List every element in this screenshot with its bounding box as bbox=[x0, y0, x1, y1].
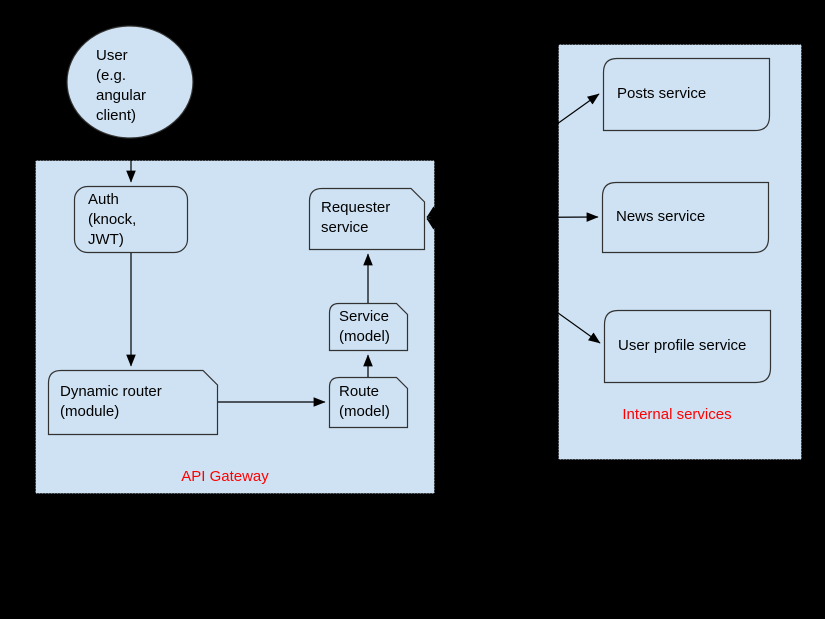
edge-requester-to-posts bbox=[426, 93, 600, 218]
route-model-label: Route (model) bbox=[339, 383, 390, 420]
dynamic-router-node-shape bbox=[47, 369, 219, 436]
news-service-node-shape bbox=[601, 181, 770, 254]
requester-node-shape bbox=[308, 187, 426, 251]
dynamic-router-label: Dynamic router (module) bbox=[60, 383, 162, 420]
edge-requester-to-news bbox=[426, 212, 599, 223]
user-node-shape bbox=[66, 25, 194, 139]
posts-service-node-shape bbox=[602, 57, 771, 132]
service-model-node-shape bbox=[328, 302, 409, 352]
user-profile-service-node-shape bbox=[603, 309, 772, 384]
user-node-label: User (e.g. angular client) bbox=[96, 47, 147, 124]
service-model-label: Service (model) bbox=[339, 308, 390, 345]
news-service-label: News service bbox=[616, 208, 706, 225]
posts-service-label: Posts service bbox=[617, 85, 707, 102]
edge-requester-to-user-profile bbox=[426, 218, 601, 344]
auth-node-label: Auth (knock, JWT) bbox=[88, 191, 137, 248]
api-gateway-zone-label: API Gateway bbox=[181, 468, 269, 485]
requester-service-label: Requester service bbox=[321, 199, 391, 236]
user-profile-service-label: User profile service bbox=[618, 337, 747, 354]
internal-services-zone-label: Internal services bbox=[622, 406, 732, 423]
auth-node-shape bbox=[73, 185, 189, 254]
route-model-node-shape bbox=[328, 376, 409, 429]
